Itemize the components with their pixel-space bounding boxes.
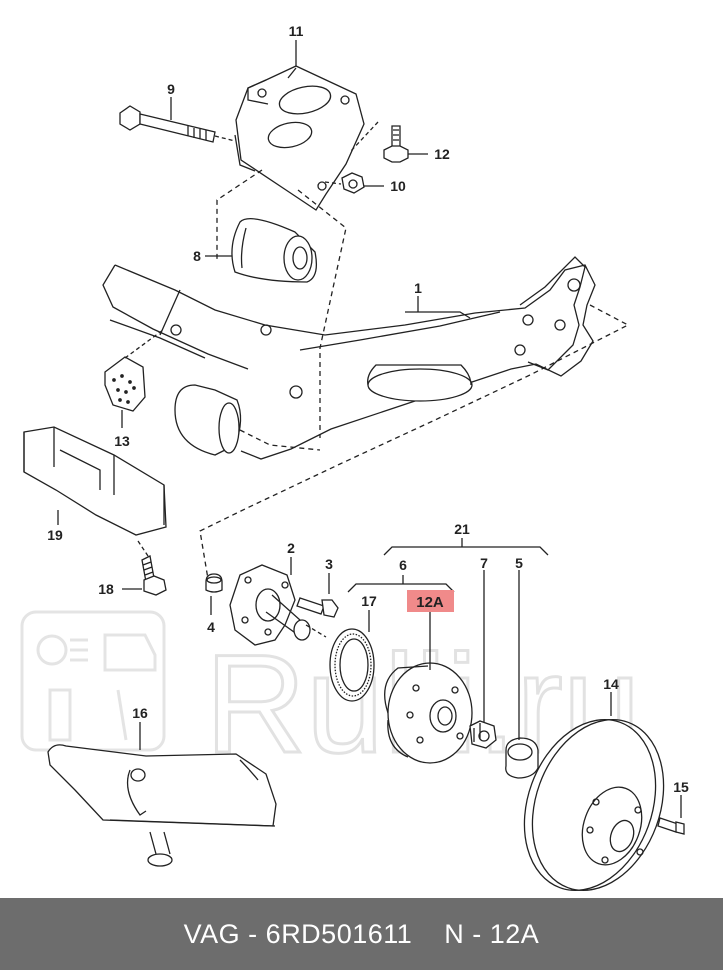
brand-label: VAG — [183, 918, 241, 949]
callout-5: 5 — [515, 555, 523, 571]
diagram-position: N - 12A — [444, 918, 540, 949]
callout-12A: 12A — [416, 594, 444, 611]
callout-17: 17 — [361, 593, 377, 609]
callout-labels: 11 9 12 10 8 1 13 19 18 2 3 4 21 6 7 5 1… — [47, 23, 689, 795]
callout-18: 18 — [98, 581, 114, 597]
callout-2: 2 — [287, 540, 295, 556]
exploded-view-drawing: Rulli.ru — [20, 23, 689, 892]
nut-7 — [469, 720, 497, 749]
callout-19: 19 — [47, 527, 63, 543]
callout-6: 6 — [399, 557, 407, 573]
callout-15: 15 — [673, 779, 689, 795]
callout-7: 7 — [480, 555, 488, 571]
heat-shield-16 — [47, 744, 277, 867]
callout-3: 3 — [325, 556, 333, 572]
callout-21: 21 — [454, 521, 470, 537]
callout-9: 9 — [167, 81, 175, 97]
callout-13: 13 — [114, 433, 130, 449]
callout-11: 11 — [289, 23, 304, 39]
group-bracket-21 — [383, 546, 549, 556]
bushing-8 — [231, 218, 318, 283]
bump-pad-13 — [104, 329, 164, 412]
watermark — [20, 610, 166, 752]
abs-ring-17 — [329, 628, 375, 702]
bolt-12 — [349, 121, 409, 163]
part-number: 6RD501611 — [265, 918, 413, 949]
callout-12: 12 — [434, 146, 450, 162]
callout-14: 14 — [603, 676, 619, 692]
damper-block-19 — [23, 426, 167, 536]
bolt-3 — [296, 597, 339, 618]
brake-disc-14 — [523, 718, 665, 892]
screw-15 — [657, 817, 685, 835]
parts-diagram: Rulli.ru — [20, 23, 689, 892]
callout-highlight-12A — [407, 590, 454, 612]
callout-10: 10 — [390, 178, 406, 194]
axle-beam-1 — [102, 256, 596, 460]
mounting-bracket-11 — [234, 65, 365, 211]
callout-8: 8 — [193, 248, 201, 264]
group-bracket-6 — [347, 583, 455, 593]
bolt-9 — [119, 105, 236, 143]
cap-4 — [205, 573, 223, 593]
stub-axle-2 — [229, 564, 327, 646]
dust-cap-5 — [505, 737, 539, 779]
wheel-hub-12A — [384, 662, 473, 764]
callout-1: 1 — [414, 280, 422, 296]
callout-16: 16 — [132, 705, 148, 721]
bolt-18 — [137, 540, 167, 596]
callout-4: 4 — [207, 619, 215, 635]
nut-10 — [324, 172, 365, 194]
